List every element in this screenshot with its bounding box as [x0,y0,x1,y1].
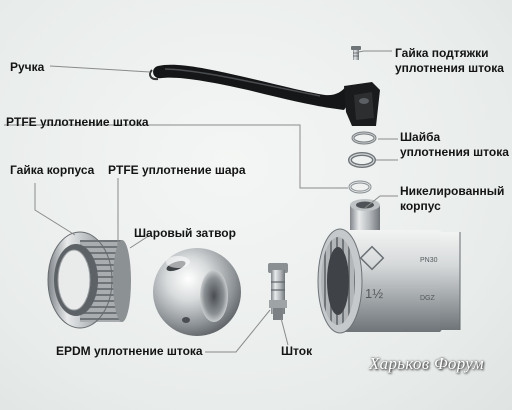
label-ptfe-stem-seal: PTFE уплотнение штока [6,115,149,129]
watermark-text: Харьков Форум [369,354,484,373]
label-epdm-stem-seal: EPDM уплотнение штока [56,344,203,358]
label-body-nut: Гайка корпуса [10,163,95,177]
label-stem-nut-line2: уплотнения штока [395,61,504,75]
label-stem-nut-line1: Гайка подтяжки [395,46,489,60]
label-stem-washer-line1: Шайба [400,130,441,144]
label-nickel-body-line1: Никелированный [400,184,505,198]
label-stem: Шток [281,344,313,358]
size-marking: 1½ [365,286,383,301]
stem-washer-stack [348,131,377,194]
label-ball: Шаровый затвор [134,226,236,240]
ball-part [153,248,241,336]
body-nut-part [47,231,131,329]
leader-lines [4,50,398,353]
brand-marking: DGZ [420,295,436,302]
label-ptfe-ball-seal: PTFE уплотнение шара [108,163,246,177]
label-handle: Ручка [10,60,45,74]
stem-nut-screw-part [351,46,361,60]
handle-part [149,64,380,126]
stem-part [268,263,288,320]
label-stem-washer-line2: уплотнения штока [400,145,509,159]
label-nickel-body-line2: корпус [400,199,441,213]
pressure-marking: PN30 [420,257,438,264]
nickel-body-part: 1½ PN30 DGZ [317,199,461,334]
